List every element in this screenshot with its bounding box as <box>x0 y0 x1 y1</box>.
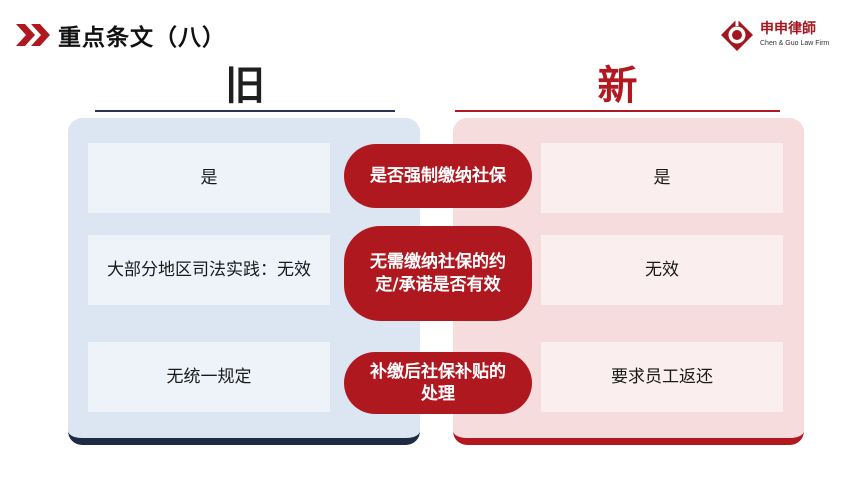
double-chevron-right-icon <box>16 24 50 46</box>
topic-pill-row-3: 补缴后社保补贴的处理 <box>344 352 532 414</box>
firm-name-cn: 申申律師 <box>760 21 816 37</box>
page-title: 重点条文（八） <box>58 25 226 51</box>
old-cell-row-3: 无统一规定 <box>88 342 330 412</box>
old-column-heading: 旧 <box>225 63 265 109</box>
new-cell-row-1: 是 <box>541 143 783 213</box>
new-cell-row-2: 无效 <box>541 235 783 305</box>
firm-logo: 申申律師 Chen & Guo Law Firm <box>720 16 836 56</box>
new-column-heading: 新 <box>597 63 638 109</box>
firm-name-en: Chen & Guo Law Firm <box>760 40 830 47</box>
topic-pill-row-2: 无需缴纳社保的约定/承诺是否有效 <box>344 226 532 321</box>
old-cell-row-2: 大部分地区司法实践：无效 <box>88 235 330 305</box>
old-heading-underline <box>95 110 395 112</box>
new-heading-underline <box>455 110 780 112</box>
firm-seal-icon <box>721 19 753 51</box>
old-cell-row-1: 是 <box>88 143 330 213</box>
new-cell-row-3: 要求员工返还 <box>541 342 783 412</box>
topic-pill-row-1: 是否强制缴纳社保 <box>344 144 532 208</box>
